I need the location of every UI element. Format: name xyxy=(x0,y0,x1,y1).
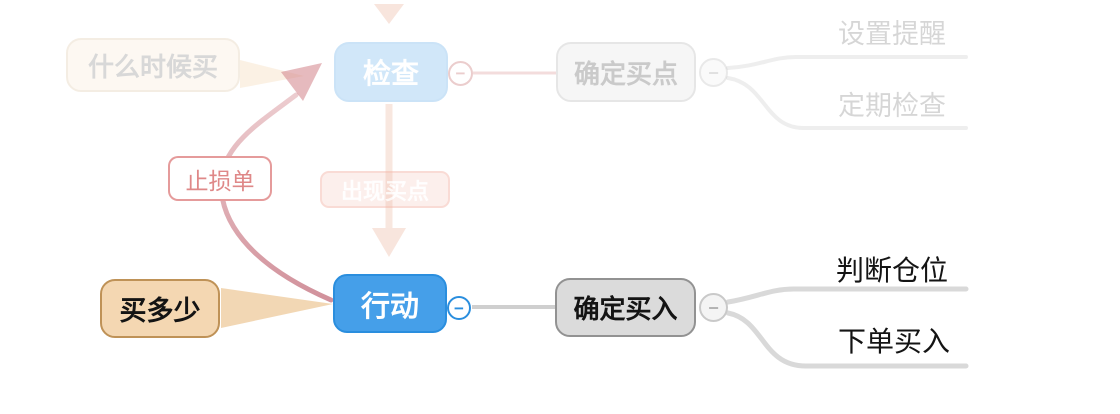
ghost-down-arrowhead-top xyxy=(374,4,404,24)
node-periodic-check[interactable]: 定期检查 xyxy=(838,91,946,121)
node-confirm-buy-in[interactable]: 确定买入 xyxy=(555,278,696,337)
wedge-howmuch-to-action xyxy=(221,288,333,328)
node-set-reminder[interactable]: 设置提醒 xyxy=(838,19,946,49)
ghost-branch-set-reminder xyxy=(726,55,968,70)
node-buy-point-appears[interactable]: 出现买点 xyxy=(320,171,450,208)
collapse-button-check[interactable]: − xyxy=(448,61,473,86)
ghost-wedge-when-to-check xyxy=(240,60,304,88)
node-when-to-buy[interactable]: 什么时候买 xyxy=(66,38,240,92)
node-confirm-buy-point[interactable]: 确定买点 xyxy=(556,42,696,102)
collapse-button-confirm-buy-point[interactable]: − xyxy=(699,58,728,87)
ghost-down-arrowhead-to-action xyxy=(372,228,406,257)
node-place-order-buy[interactable]: 下单买入 xyxy=(838,326,951,357)
node-check[interactable]: 检查 xyxy=(334,42,448,102)
node-how-much-to-buy[interactable]: 买多少 xyxy=(100,279,220,338)
relationship-label-stop-loss[interactable]: 止损单 xyxy=(168,156,272,201)
node-judge-position[interactable]: 判断仓位 xyxy=(836,255,949,286)
branch-judge-position xyxy=(725,286,969,305)
node-action[interactable]: 行动 xyxy=(333,274,447,333)
relationship-arrowhead xyxy=(281,63,322,101)
branch-place-order xyxy=(725,310,969,369)
ghost-branch-periodic-check xyxy=(726,76,968,130)
collapse-button-action[interactable]: − xyxy=(447,296,471,320)
collapse-button-confirm-buy-in[interactable]: − xyxy=(699,293,728,322)
